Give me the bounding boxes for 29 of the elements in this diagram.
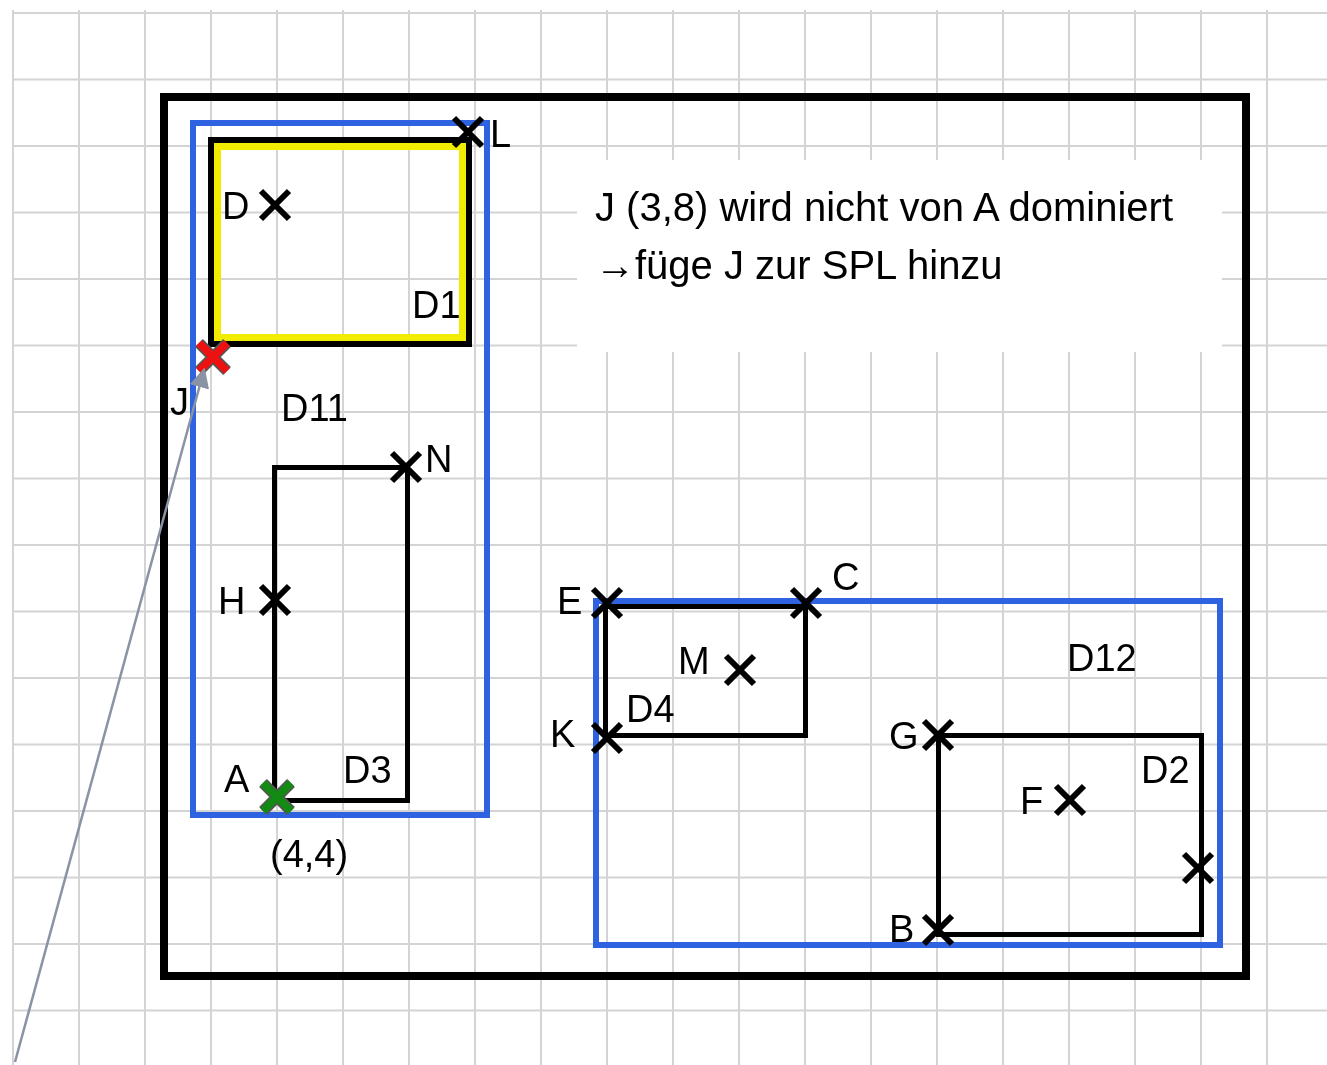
point-label: J <box>170 382 189 424</box>
point-label: D <box>222 187 250 225</box>
point-label: C <box>832 558 860 596</box>
point-label: E <box>557 582 583 620</box>
region-label: D1 <box>412 285 461 327</box>
region-rectangle <box>208 137 472 347</box>
coordinate-label: (4,4) <box>270 835 349 873</box>
region-label: D4 <box>626 689 675 731</box>
point-label: N <box>425 440 453 478</box>
region-label: D2 <box>1141 750 1190 792</box>
point-label: A <box>224 760 250 798</box>
point-label: M <box>678 642 710 680</box>
point-label: L <box>490 115 512 153</box>
region-label: D3 <box>343 750 392 792</box>
point-label: K <box>550 715 576 753</box>
point-label: H <box>218 582 246 620</box>
point-label: G <box>889 717 919 755</box>
region-label: D12 <box>1067 638 1137 680</box>
region-rectangle <box>936 733 1204 937</box>
point-label: F <box>1020 782 1044 820</box>
frame-rectangle <box>160 93 1250 980</box>
region-label: D11 <box>281 388 348 430</box>
note-text: J (3,8) wird nicht von A dominiert →füge J zur SPL hinzu <box>595 184 1175 289</box>
region-rectangle <box>593 598 1223 948</box>
region-rectangle <box>190 120 490 818</box>
arrow <box>13 367 210 1063</box>
region-rectangle <box>603 604 808 738</box>
point-label: B <box>889 910 915 948</box>
region-rectangle <box>272 465 410 803</box>
